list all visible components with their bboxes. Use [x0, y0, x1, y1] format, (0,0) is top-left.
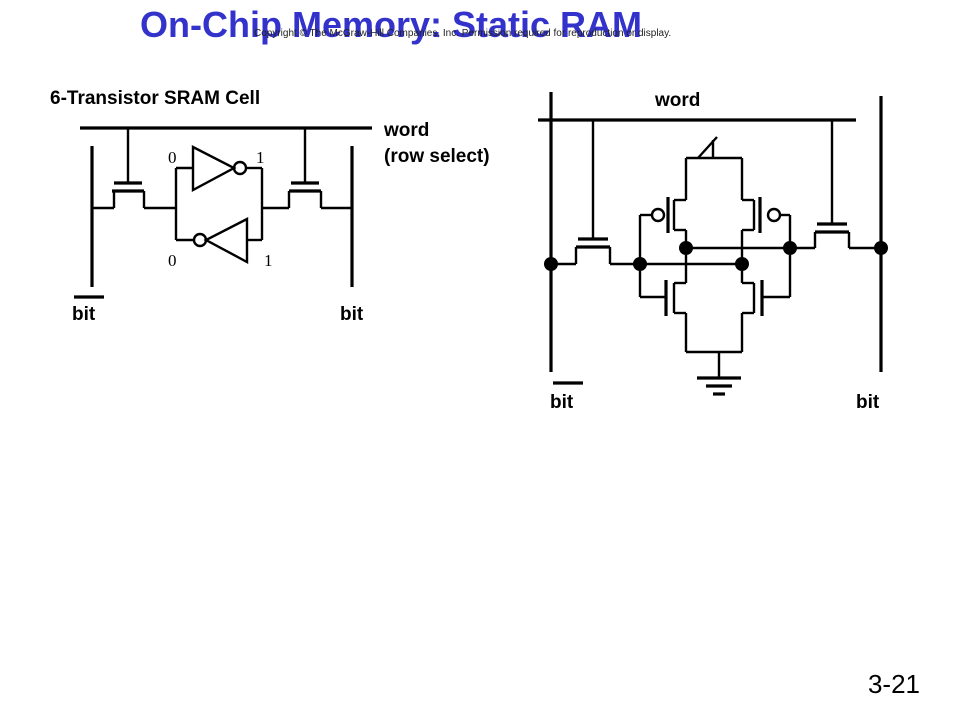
right-pmos-transistor — [740, 197, 790, 283]
bottom-inverter-right-label: 1 — [264, 251, 273, 270]
top-inverter — [176, 145, 262, 193]
copyright-notice: Copyright © The McGraw-Hill Companies, I… — [254, 28, 672, 39]
ground-icon — [686, 350, 742, 396]
right-bit-bar-label: bit — [550, 392, 574, 413]
top-inverter-input-label: 0 — [168, 148, 177, 167]
left-word-label: word — [383, 120, 429, 141]
right-left-access-transistor — [551, 120, 640, 266]
left-nmos-transistor — [640, 280, 688, 352]
right-right-access-transistor — [790, 120, 881, 250]
left-pmos-transistor — [640, 197, 688, 283]
right-bit-label: bit — [856, 392, 880, 413]
vdd-supply — [684, 136, 744, 200]
bottom-inverter-left-label: 0 — [168, 251, 177, 270]
left-bit-label: bit — [340, 304, 364, 325]
top-inverter-output-label: 1 — [256, 148, 265, 167]
junction-dots — [544, 241, 888, 271]
left-bit-bar-label: bit — [72, 304, 96, 325]
right-access-transistor — [262, 128, 352, 210]
right-sram-transistor-diagram: word — [538, 90, 888, 413]
left-access-transistor — [92, 128, 176, 210]
bottom-inverter — [176, 217, 262, 265]
left-sram-cell-diagram: 6-Transistor SRAM Cell word (row select) — [50, 88, 490, 325]
page-title: On-Chip Memory: Static RAM — [140, 4, 643, 45]
slide-number: 3-21 — [867, 669, 920, 699]
right-nmos-transistor — [740, 280, 790, 352]
left-diagram-heading: 6-Transistor SRAM Cell — [50, 88, 260, 109]
right-word-label: word — [654, 90, 700, 111]
left-row-select-label: (row select) — [384, 146, 490, 167]
